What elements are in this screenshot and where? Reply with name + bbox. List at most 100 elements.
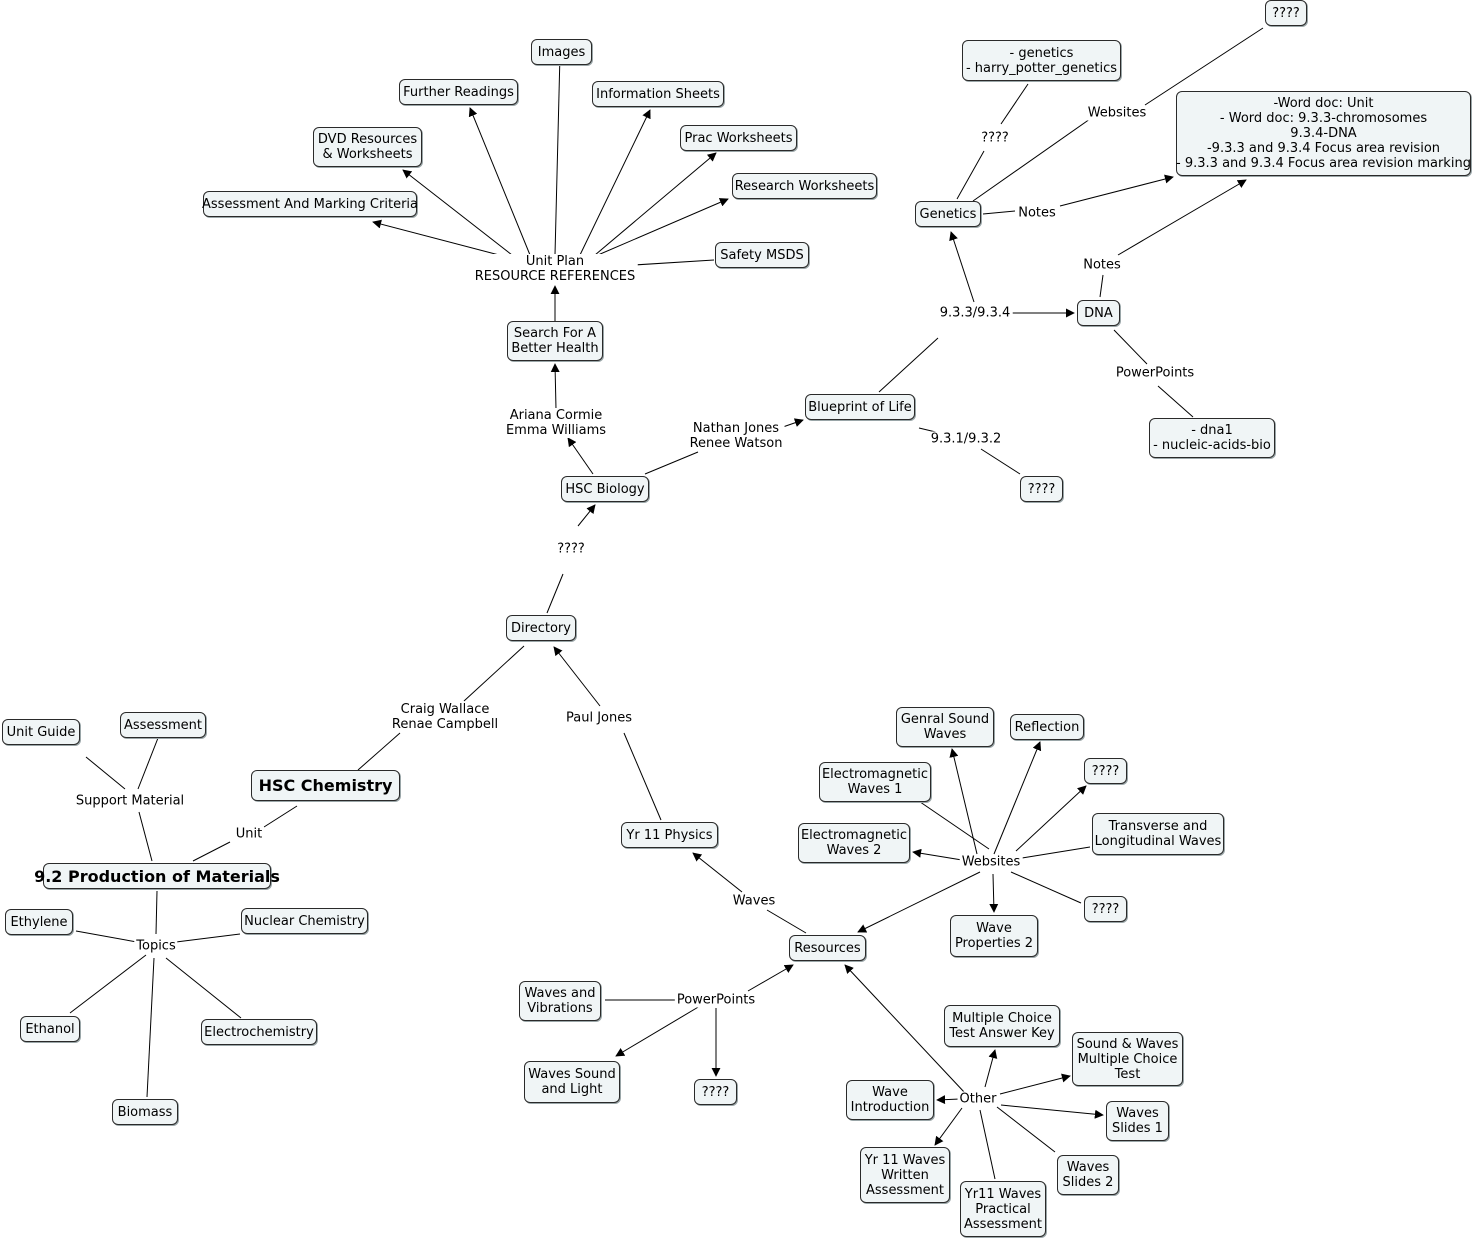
connector-line [402,169,513,256]
connector-line [989,873,999,913]
connector-line [468,107,531,256]
connector-line [546,573,564,614]
connector-line [692,852,743,893]
concept-node-waves-vibrations[interactable]: Waves and Vibrations [519,981,601,1021]
concept-node-production-materials[interactable]: 9.2 Production of Materials [34,863,280,889]
connector-line [993,741,1042,855]
connector-line [69,954,147,1014]
link-label-support-material: Support Material [73,793,187,809]
connector-line [644,451,699,475]
link-label-unit: Unit [233,826,265,842]
connector-line [1157,385,1194,418]
concept-node-yr11-written[interactable]: Yr 11 Waves Written Assessment [860,1147,950,1203]
concept-node-dna-files[interactable]: - dna1 - nucleic-acids-bio [1149,418,1275,458]
concept-node-yr11-practical[interactable]: Yr11 Waves Practical Assessment [960,1181,1046,1237]
concept-node-dna[interactable]: DNA [1077,300,1120,326]
concept-node-assessment[interactable]: Assessment [120,712,206,738]
concept-node-unknown-web1[interactable]: ???? [1084,758,1127,784]
concept-node-waves-slides1[interactable]: Waves Slides 1 [1106,1101,1169,1141]
concept-node-search-health[interactable]: Search For A Better Health [507,321,603,361]
concept-node-unknown-top[interactable]: ???? [1265,0,1307,26]
connector-line [1015,785,1087,852]
concept-node-biomass[interactable]: Biomass [112,1099,178,1125]
connector-line [75,930,138,943]
concept-node-genetics-files[interactable]: - genetics - harry_potter_genetics [962,40,1121,81]
concept-node-research-worksheets[interactable]: Research Worksheets [732,173,877,199]
connector-line [934,1107,963,1146]
concept-node-em-waves1[interactable]: Electromagnetic Waves 1 [819,762,931,802]
concept-node-hsc-chemistry[interactable]: HSC Chemistry [251,770,400,801]
concept-node-unknown-web2[interactable]: ???? [1084,896,1127,922]
connector-line [949,231,975,303]
connector-line [463,645,525,702]
concept-node-images[interactable]: Images [531,39,592,65]
concept-node-sound-waves-mc[interactable]: Sound & Waves Multiple Choice Test [1072,1032,1183,1086]
concept-node-unit-guide[interactable]: Unit Guide [2,719,80,745]
connector-line [747,964,794,992]
concept-node-ethylene[interactable]: Ethylene [5,909,73,935]
concept-node-unknown-932[interactable]: ???? [1020,476,1063,502]
link-label-v931: 9.3.1/9.3.2 [928,431,1004,447]
connector-line [1113,329,1148,365]
concept-node-prac-worksheets[interactable]: Prac Worksheets [680,125,797,151]
connector-line [1059,174,1174,207]
concept-node-reflection[interactable]: Reflection [1010,714,1084,740]
link-label-unit-plan: Unit Plan RESOURCE REFERENCES [472,254,638,284]
concept-node-genetics[interactable]: Genetics [915,201,981,227]
concept-node-mc-answer-key[interactable]: Multiple Choice Test Answer Key [944,1005,1060,1047]
concept-node-wave-props2[interactable]: Wave Properties 2 [950,915,1038,957]
concept-node-nuclear-chemistry[interactable]: Nuclear Chemistry [241,908,368,934]
connector-line [623,732,662,821]
concept-node-word-docs[interactable]: -Word doc: Unit - Word doc: 9.3.3-chromo… [1176,91,1471,176]
connector-line [633,259,715,266]
link-label-waves: Waves [730,893,778,909]
connector-line [146,957,155,1098]
connector-line [982,210,1016,215]
connector-line [567,437,594,475]
concept-node-wave-intro[interactable]: Wave Introduction [846,1080,934,1120]
concept-node-waves-slides2[interactable]: Waves Slides 2 [1057,1155,1119,1195]
concept-node-resources[interactable]: Resources [789,935,866,961]
concept-node-transverse[interactable]: Transverse and Longitudinal Waves [1092,813,1224,855]
link-label-websites-res: Websites [959,854,1023,870]
concept-node-unknown-pp[interactable]: ???? [694,1079,737,1105]
link-label-powerpoints-dna: PowerPoints [1113,365,1197,381]
concept-node-genral-sound[interactable]: Genral Sound Waves [896,707,994,747]
connector-line [979,1109,996,1180]
concept-node-hsc-biology[interactable]: HSC Biology [561,476,649,502]
concept-node-electrochemistry[interactable]: Electrochemistry [201,1019,317,1045]
connector-line [137,737,159,790]
connector-line [357,732,401,771]
connector-line [263,805,298,828]
link-label-paul-jones: Paul Jones [563,710,635,726]
concept-node-dvd-resources[interactable]: DVD Resources & Worksheets [313,127,422,167]
connector-line [1000,1104,1104,1119]
connector-line [192,841,231,862]
concept-node-waves-sound-light[interactable]: Waves Sound and Light [524,1061,620,1103]
connector-line [553,646,601,707]
connector-line [597,198,729,256]
connector-line [980,448,1021,475]
concept-node-yr11-physics[interactable]: Yr 11 Physics [621,822,718,848]
concept-node-safety-msds[interactable]: Safety MSDS [715,242,809,268]
connector-line [1144,27,1264,106]
connector-line [956,150,985,200]
link-label-v933: 9.3.3/9.3.4 [937,305,1013,321]
concept-node-ethanol[interactable]: Ethanol [20,1016,80,1042]
link-label-powerpoints-res: PowerPoints [674,992,758,1008]
concept-node-information-sheets[interactable]: Information Sheets [592,81,724,107]
concept-node-directory[interactable]: Directory [506,615,576,641]
concept-node-assessment-marking[interactable]: Assessment And Marking Criteria [202,191,418,217]
concept-node-further-readings[interactable]: Further Readings [399,79,518,105]
link-label-other: Other [957,1091,999,1107]
connector-line [577,504,596,527]
concept-node-blueprint[interactable]: Blueprint of Life [805,394,915,420]
link-label-notes-gen: Notes [1016,205,1058,221]
connector-line [766,909,807,934]
connector-line [554,53,565,256]
connector-line [1021,846,1091,859]
concept-node-em-waves2[interactable]: Electromagnetic Waves 2 [798,823,910,863]
connector-line [1099,274,1104,298]
connector-line [155,890,158,935]
connector-line [949,748,978,855]
